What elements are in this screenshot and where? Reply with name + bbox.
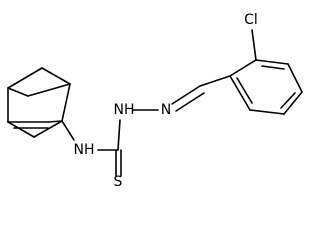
bond-ch-aryl bbox=[199, 75, 231, 87]
ring-bond-6 bbox=[229, 75, 251, 111]
ring-bond-3 bbox=[287, 63, 303, 93]
ring-bond-2 bbox=[255, 59, 289, 65]
norbornene-ring bbox=[7, 67, 75, 141]
bond-bridge-left bbox=[7, 67, 43, 89]
ring-bond-4 bbox=[283, 91, 303, 115]
bond-inner-back-2 bbox=[27, 83, 71, 97]
thiosemicarbazone-linker bbox=[97, 75, 231, 177]
ring-double-2 bbox=[280, 92, 296, 109]
bond-bottom-back bbox=[33, 120, 63, 138]
bond-ring-cl bbox=[251, 29, 257, 61]
bond-right-bridgehead bbox=[61, 83, 71, 122]
bond-bridgehead-top-bridge bbox=[41, 67, 71, 85]
bond-c2-to-nh bbox=[61, 120, 75, 141]
hydrazine-nh-label: NH bbox=[114, 102, 135, 118]
bond-inner-back-1 bbox=[7, 87, 29, 97]
bond-c-to-nh-upper bbox=[117, 119, 121, 151]
bond-left-lower bbox=[7, 121, 35, 138]
sulfur-label: S bbox=[114, 174, 123, 189]
bond-n-ch bbox=[171, 85, 201, 105]
ring-bond-5 bbox=[249, 109, 285, 115]
chlorine-label: Cl bbox=[244, 12, 258, 28]
ring-double-3 bbox=[236, 77, 253, 104]
ring-double-1 bbox=[261, 65, 285, 70]
bond-alkene-to-c2 bbox=[47, 120, 63, 123]
bond-n-ch-double bbox=[175, 92, 205, 112]
structure-diagram: Cl NH N NH S bbox=[7, 12, 303, 189]
amine-nh-label: NH bbox=[74, 142, 95, 158]
chlorophenyl-ring bbox=[229, 29, 303, 115]
hydrazine-n-label: N bbox=[161, 102, 171, 118]
ring-bond-1 bbox=[229, 59, 257, 77]
